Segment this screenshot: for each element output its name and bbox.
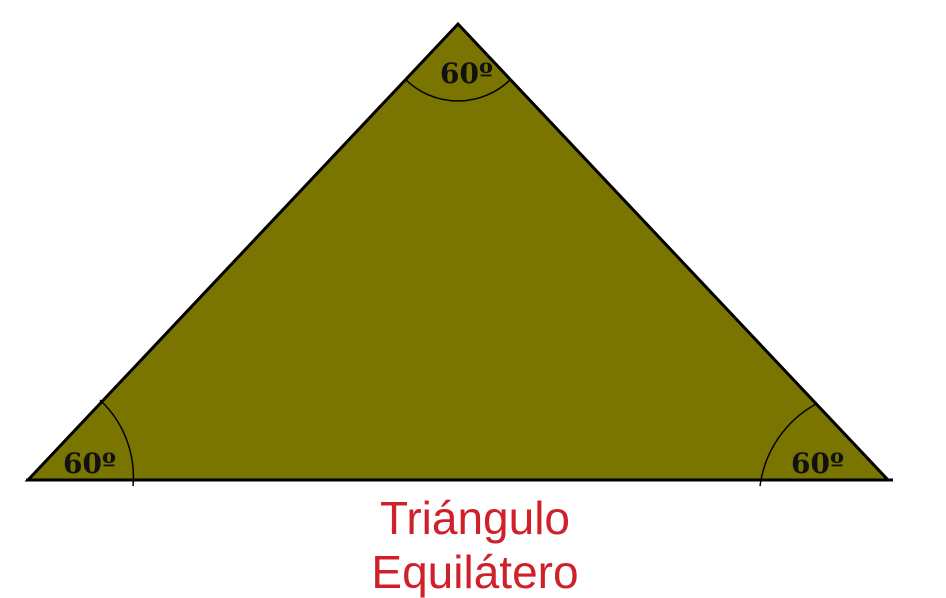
top-angle-arc [404,78,512,102]
caption-line-2: Equilátero [371,546,579,598]
bottom-right-angle-label: 60º [791,447,844,480]
bottom-left-angle-arc [99,399,135,487]
top-angle-label: 60º [440,57,493,90]
bottom-right-angle-arc [759,403,817,487]
triangle-shape [24,21,892,482]
bottom-left-angle-label: 60º [63,447,116,480]
caption-line-1: Triángulo [379,492,571,544]
